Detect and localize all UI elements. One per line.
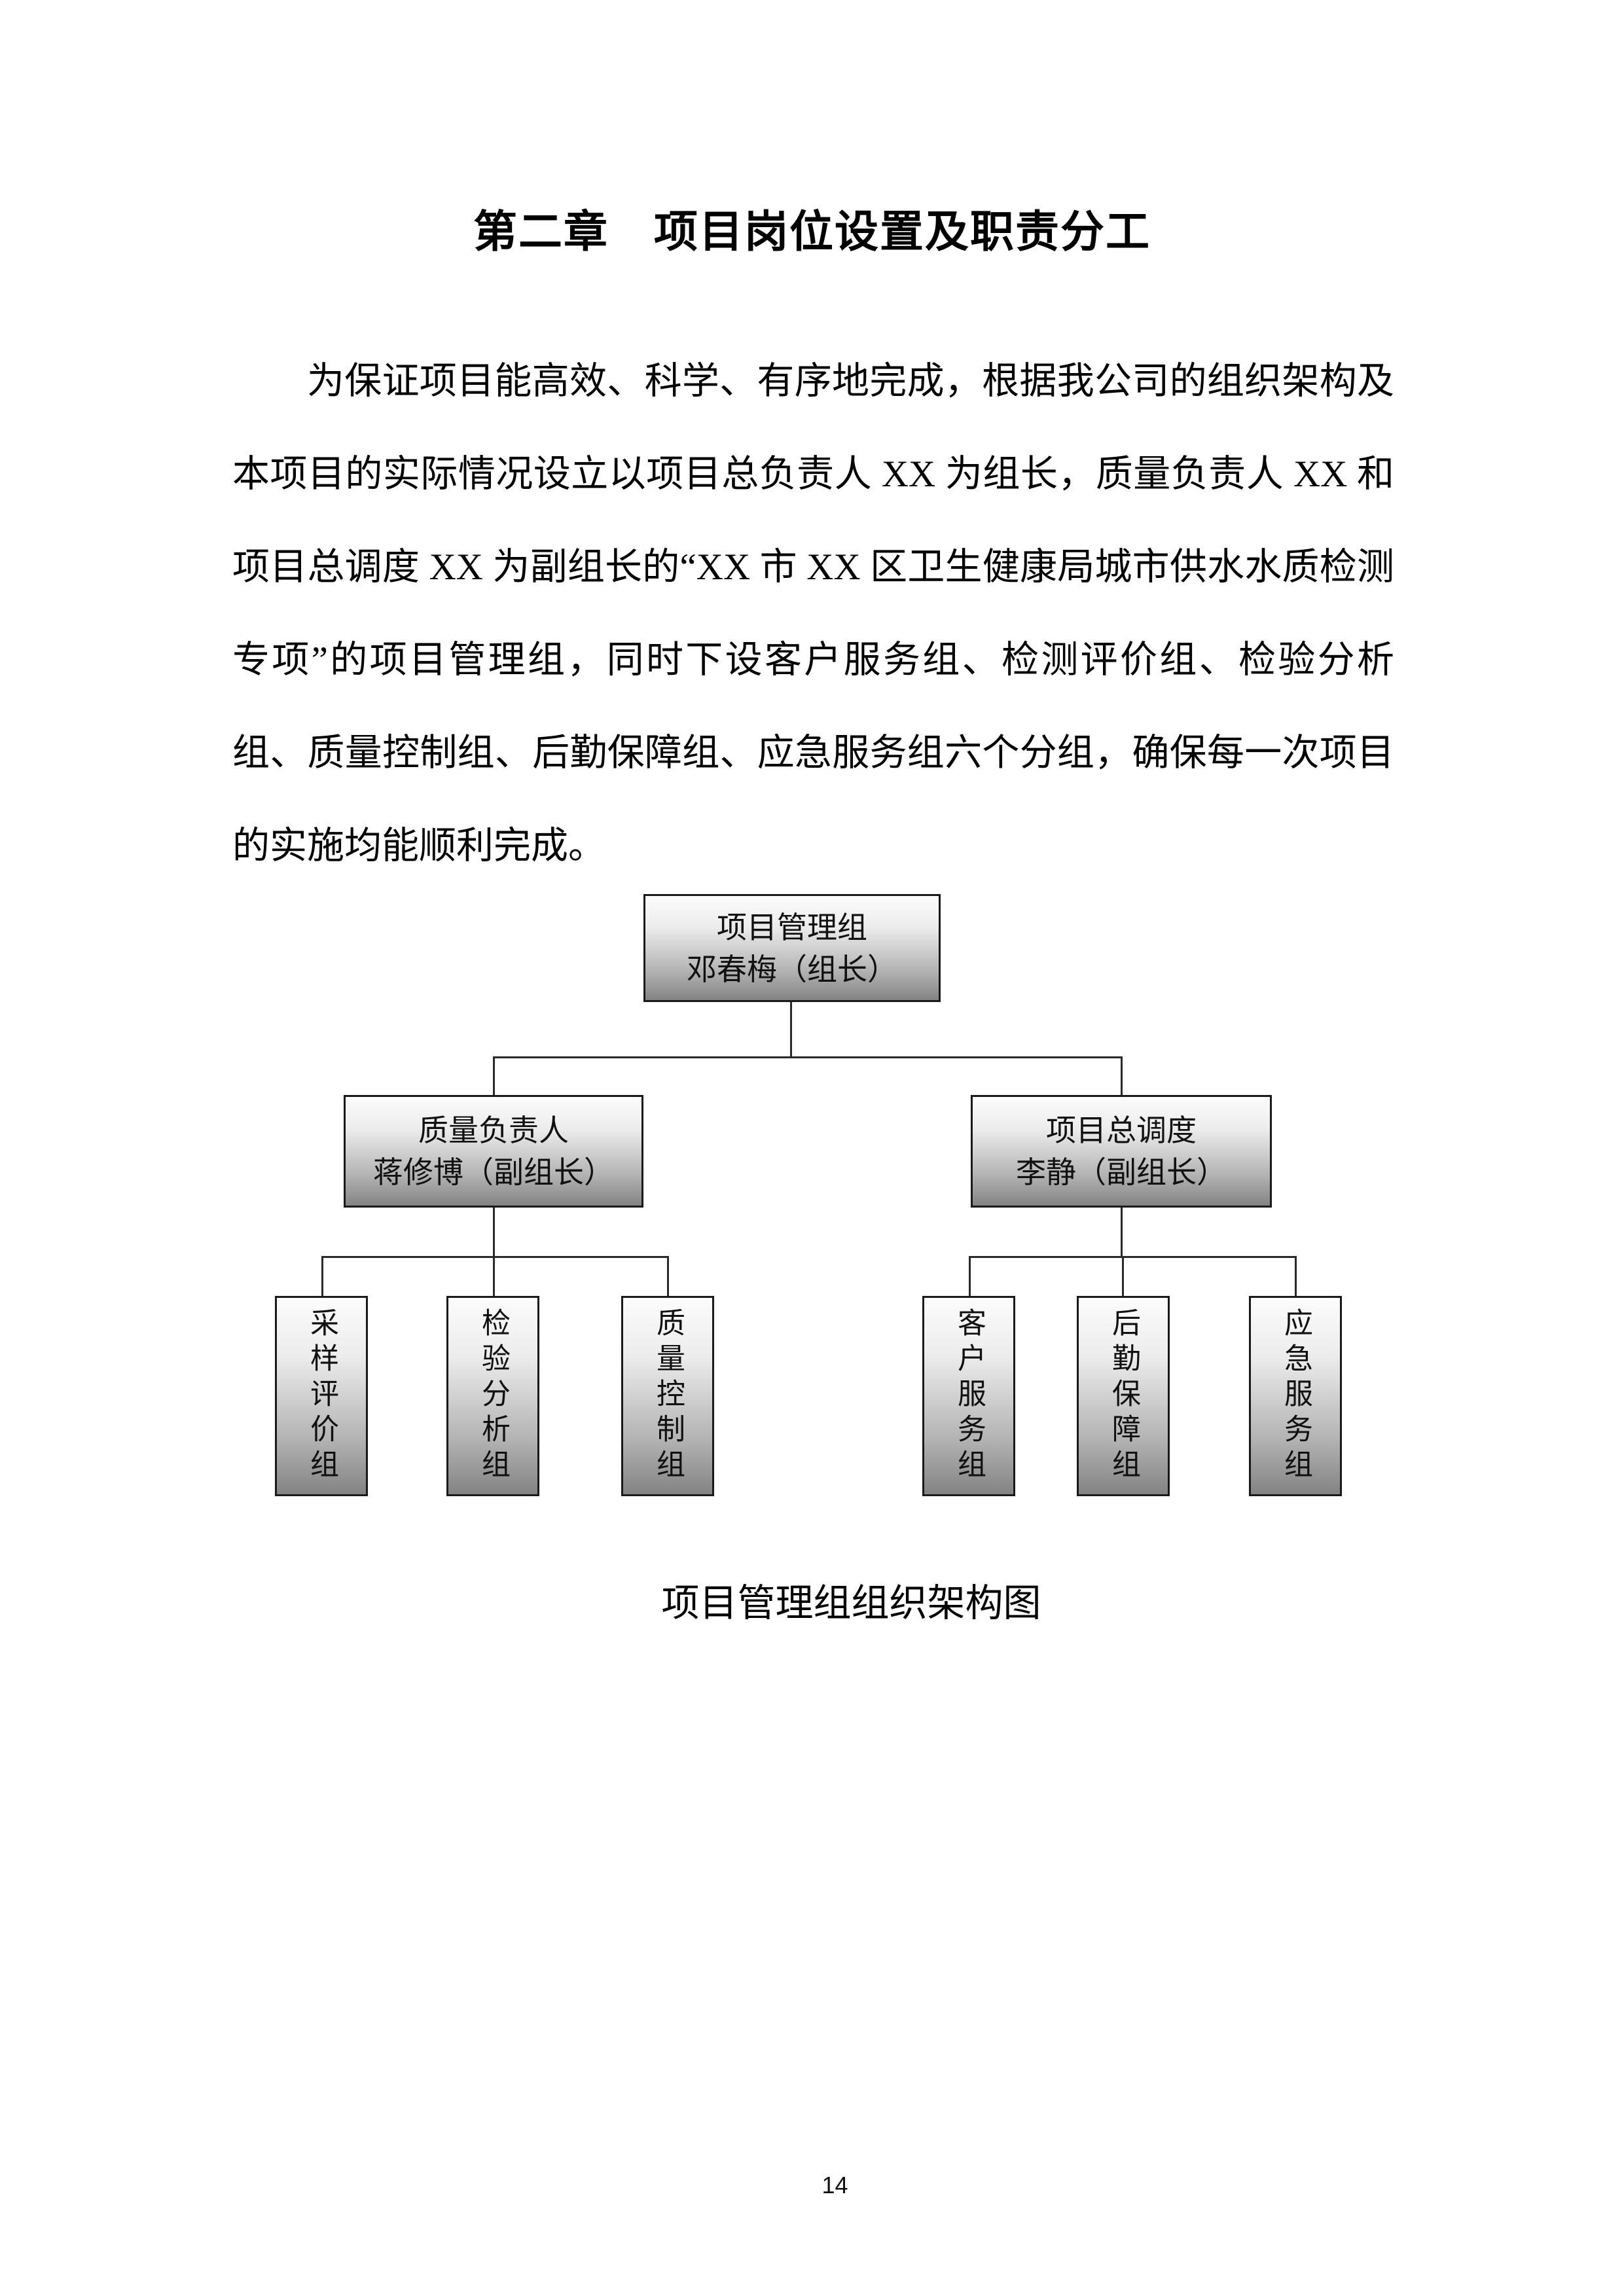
leaf-label: 采样评价组	[306, 1308, 338, 1484]
chart-leaf-logistics-support: 后勤保障组	[1077, 1296, 1170, 1496]
chart-leaf-inspection-analysis: 检验分析组	[446, 1296, 539, 1496]
page-number: 14	[821, 2172, 848, 2198]
chart-leaf-quality-control: 质量控制组	[621, 1296, 714, 1496]
node-person-role: 邓春梅（组长）	[687, 952, 897, 986]
chart-node-dispatch-lead: 项目总调度 李静（副组长）	[971, 1095, 1272, 1208]
leaf-label: 质量控制组	[652, 1308, 684, 1484]
connector-line	[1122, 1256, 1124, 1297]
connector-line	[493, 1056, 1123, 1058]
connector-line	[1295, 1256, 1297, 1297]
chart-leaf-sampling-evaluation: 采样评价组	[275, 1296, 368, 1496]
leaf-label: 应急服务组	[1280, 1308, 1312, 1484]
connector-line	[321, 1256, 323, 1297]
chart-leaf-emergency-service: 应急服务组	[1249, 1296, 1342, 1496]
chart-node-project-management: 项目管理组 邓春梅（组长）	[643, 894, 941, 1002]
leaf-label: 客户服务组	[953, 1308, 985, 1484]
connector-line	[1121, 1208, 1123, 1258]
connector-line	[969, 1256, 971, 1297]
chart-node-quality-lead: 质量负责人 蒋修博（副组长）	[344, 1095, 643, 1208]
chapter-title: 第二章 项目岗位设置及职责分工	[473, 208, 1151, 257]
chart-caption: 项目管理组组织架构图	[661, 1582, 1041, 1624]
node-group-name: 项目总调度	[1046, 1113, 1197, 1147]
connector-line	[493, 1056, 495, 1096]
connector-line	[493, 1208, 495, 1258]
connector-line	[493, 1256, 495, 1297]
leaf-label: 检验分析组	[477, 1308, 509, 1484]
leaf-label: 后勤保障组	[1108, 1308, 1140, 1484]
connector-line	[790, 1002, 792, 1058]
node-person-role: 蒋修博（副组长）	[373, 1155, 614, 1189]
connector-line	[321, 1256, 669, 1258]
connector-line	[969, 1256, 1297, 1258]
node-group-name: 质量负责人	[418, 1113, 569, 1147]
chart-leaf-customer-service: 客户服务组	[922, 1296, 1015, 1496]
node-group-name: 项目管理组	[717, 910, 867, 944]
connector-line	[1121, 1056, 1123, 1096]
connector-line	[667, 1256, 669, 1297]
body-paragraph: 为保证项目能高效、科学、有序地完成，根据我公司的组织架构及本项目的实际情况设立以…	[232, 361, 1394, 867]
node-person-role: 李静（副组长）	[1016, 1155, 1227, 1189]
